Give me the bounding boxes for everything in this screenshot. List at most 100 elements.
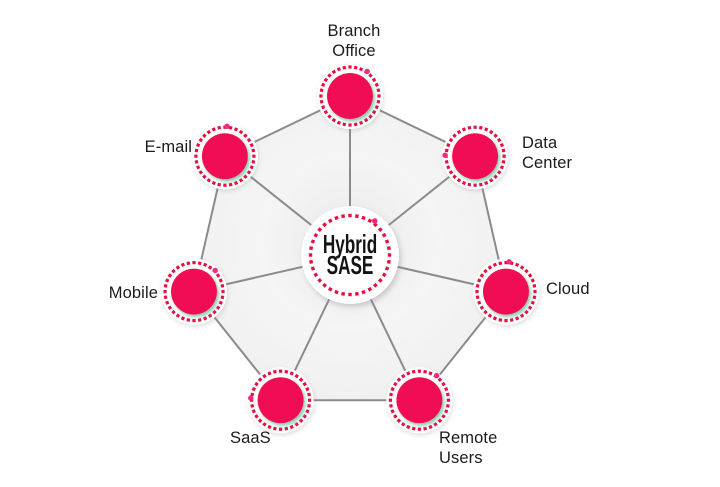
ring-dot <box>401 373 406 379</box>
ring-dot <box>359 67 364 72</box>
ring-dot <box>446 398 450 402</box>
ring-dot <box>309 246 314 251</box>
ring-dot <box>348 65 352 69</box>
ring-dot <box>359 120 364 125</box>
node-saas <box>247 367 314 434</box>
ring-dot <box>386 259 391 264</box>
ring-dot <box>197 261 202 266</box>
ring-dot <box>198 137 204 143</box>
node-circle-cloud <box>483 268 529 315</box>
hub-label-text: Hybrid SASE <box>322 229 378 280</box>
ring-dot <box>417 369 421 373</box>
ring-dot <box>384 239 390 244</box>
ring-dot <box>322 222 327 228</box>
ring-dot <box>194 154 198 158</box>
ring-dot <box>215 273 221 278</box>
ring-dot <box>223 183 227 187</box>
ring-dot <box>477 278 482 283</box>
ring-dot <box>317 227 323 232</box>
ring-dot <box>406 371 411 376</box>
ring-dot <box>367 218 373 224</box>
ring-dot <box>294 422 299 427</box>
ring-dot <box>423 426 427 431</box>
node-branch-office <box>317 63 383 129</box>
node-label-data-center: Data Center <box>522 134 573 172</box>
ring-dot <box>389 392 393 397</box>
ring-dot <box>310 239 316 244</box>
ring-dot <box>376 88 381 93</box>
ring-dot <box>515 262 520 267</box>
ring-dot <box>180 262 185 267</box>
ring-dot <box>215 305 221 310</box>
node-accent-dot <box>248 395 254 401</box>
ring-dot <box>519 265 525 270</box>
ring-dot <box>341 291 346 296</box>
ring-dot <box>448 170 454 175</box>
ring-dot <box>267 424 272 430</box>
node-accent-dot <box>224 123 230 129</box>
ring-dot <box>307 392 311 397</box>
ring-dot <box>361 215 366 221</box>
node-label-mobile: Mobile <box>108 284 158 302</box>
ring-dot <box>267 371 272 376</box>
ring-dot <box>246 137 252 143</box>
ring-dot <box>498 318 503 322</box>
ring-dot <box>308 253 313 257</box>
ring-dot <box>251 409 256 414</box>
ring-dot <box>461 180 467 186</box>
ring-dot <box>377 278 383 283</box>
ring-dot <box>305 387 310 392</box>
ring-dot <box>273 426 277 431</box>
ring-dot <box>478 125 483 130</box>
ring-dot <box>309 259 314 264</box>
ring-dot <box>217 182 222 187</box>
ring-dot <box>393 381 398 387</box>
ring-dot <box>492 316 497 321</box>
ring-dot <box>238 178 244 183</box>
ring-dot <box>530 278 535 283</box>
ring-dot <box>323 77 329 83</box>
ring-dot <box>284 369 289 374</box>
ring-dot <box>175 265 181 270</box>
ring-dot <box>411 369 416 374</box>
ring-dot <box>467 125 472 130</box>
ring-dot <box>444 387 449 392</box>
ring-dot <box>317 278 323 283</box>
ring-dot <box>308 398 312 402</box>
ring-dot <box>504 319 508 323</box>
node-label-branch-office: Branch Office <box>327 22 381 60</box>
ring-dot <box>444 409 449 414</box>
ring-dot <box>367 286 373 292</box>
ring-dot <box>203 262 208 267</box>
hub-circle <box>301 206 399 304</box>
ring-dot <box>390 409 395 414</box>
node-accent-dot <box>506 259 512 265</box>
ring-dot <box>393 414 398 419</box>
ring-dot <box>390 387 395 392</box>
ring-dot <box>444 160 449 164</box>
ring-dot <box>322 282 327 288</box>
ring-dot <box>348 123 352 127</box>
ring-dot <box>446 143 451 148</box>
hub-node <box>301 206 399 304</box>
ring-dot <box>417 427 421 431</box>
ring-dot <box>321 105 326 110</box>
ring-dot <box>294 373 299 379</box>
node-accent-dot <box>442 152 448 158</box>
ring-dot <box>233 180 239 186</box>
ring-dot <box>488 129 494 135</box>
ring-dot <box>167 273 173 278</box>
ring-dot <box>484 127 489 132</box>
ring-dot <box>428 424 433 430</box>
ring-dot <box>441 381 446 387</box>
ring-dot <box>342 65 347 70</box>
ring-dot <box>530 300 535 305</box>
ring-dot <box>519 313 525 318</box>
ring-dot <box>501 160 506 164</box>
ring-dot <box>456 178 462 183</box>
ring-dot <box>254 381 259 387</box>
ring-dot <box>310 266 316 271</box>
node-circle-remote-users <box>396 377 443 424</box>
ring-dot <box>186 318 191 322</box>
